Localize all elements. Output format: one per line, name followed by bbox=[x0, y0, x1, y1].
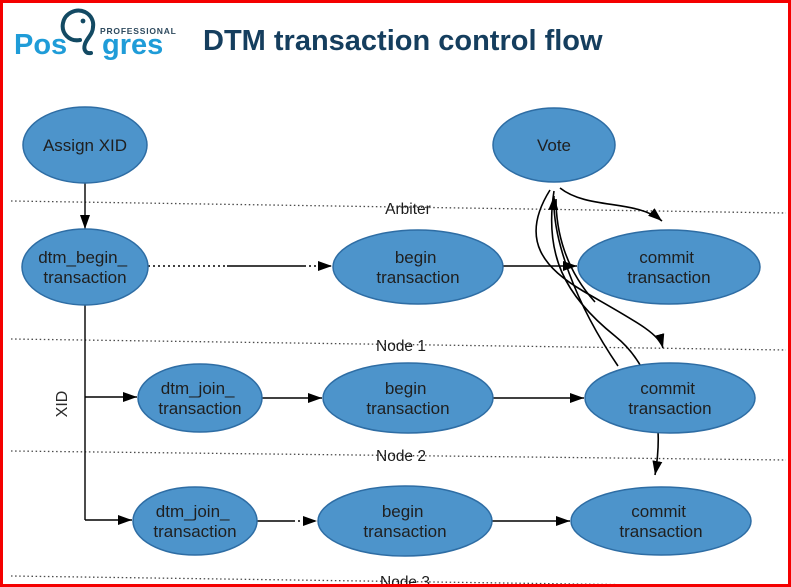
node-dtm-join-transaction-node2: dtm_join_ transaction bbox=[137, 363, 263, 433]
edge-commit1-to-vote bbox=[555, 198, 596, 303]
postgres-elephant-icon bbox=[60, 8, 96, 56]
edge-commit2-to-vote bbox=[548, 195, 619, 367]
node-assign-xid: Assign XID bbox=[22, 106, 148, 184]
node-dtm-join2-label: dtm_join_ transaction bbox=[158, 379, 241, 418]
node-dtm-join-transaction-node3: dtm_join_ transaction bbox=[132, 486, 258, 556]
node-vote-label: Vote bbox=[537, 136, 571, 155]
logo-text-pos: Pos bbox=[14, 29, 68, 61]
edge-vote-to-commit1 bbox=[559, 187, 663, 222]
node-begin2-label: begin transaction bbox=[366, 379, 449, 418]
dtm-flow-diagram: Arbiter Node 1 Node 2 Node 3 XID Assign … bbox=[10, 106, 787, 584]
node-dtm-begin-label: dtm_begin_ transaction bbox=[38, 248, 132, 287]
logo-professional-label: PROFESSIONAL bbox=[100, 26, 177, 36]
node-begin3-label: begin transaction bbox=[363, 502, 446, 541]
node-dtm-join3-label: dtm_join_ transaction bbox=[153, 502, 236, 541]
lane-label-node2: Node 2 bbox=[376, 448, 426, 465]
node-begin1-shape bbox=[332, 229, 504, 305]
node-begin3-shape bbox=[317, 485, 493, 557]
node-dtm-begin-transaction-node1: dtm_begin_ transaction bbox=[21, 228, 149, 306]
node-dtm-join2-shape bbox=[137, 363, 263, 433]
logo-text-gres: gres bbox=[102, 29, 164, 61]
node-assign-xid-shape bbox=[22, 106, 148, 184]
page-title: DTM transaction control flow bbox=[203, 25, 603, 57]
node-begin1-label: begin transaction bbox=[376, 248, 459, 287]
node-begin-transaction-node2: begin transaction bbox=[322, 362, 494, 434]
node-commit2-shape bbox=[584, 362, 756, 434]
node-begin-transaction-node3: begin transaction bbox=[317, 485, 493, 557]
lane-label-node3: Node 3 bbox=[380, 574, 430, 584]
node-begin2-shape bbox=[322, 362, 494, 434]
node-vote: Vote bbox=[492, 107, 616, 183]
node-commit-transaction-node1: commit transaction bbox=[577, 229, 761, 305]
node-commit1-label: commit transaction bbox=[627, 248, 710, 287]
node-commit-transaction-node2: commit transaction bbox=[584, 362, 756, 434]
node-vote-shape bbox=[492, 107, 616, 183]
node-begin-transaction-node1: begin transaction bbox=[332, 229, 504, 305]
edge-vote-to-commit2 bbox=[535, 189, 665, 349]
node-assign-xid-label: Assign XID bbox=[43, 136, 127, 155]
postgres-logo: Pos gres PROFESSIONAL bbox=[14, 6, 199, 64]
node-commit1-shape bbox=[577, 229, 761, 305]
lane-label-arbiter: Arbiter bbox=[385, 201, 431, 218]
xid-edge-label: XID bbox=[54, 391, 71, 418]
node-commit3-label: commit transaction bbox=[619, 502, 702, 541]
node-dtm-join3-shape bbox=[132, 486, 258, 556]
lane-label-node1: Node 1 bbox=[376, 338, 426, 355]
node-commit2-label: commit transaction bbox=[628, 379, 711, 418]
node-dtm-begin-shape bbox=[21, 228, 149, 306]
node-commit3-shape bbox=[570, 486, 752, 556]
node-commit-transaction-node3: commit transaction bbox=[570, 486, 752, 556]
